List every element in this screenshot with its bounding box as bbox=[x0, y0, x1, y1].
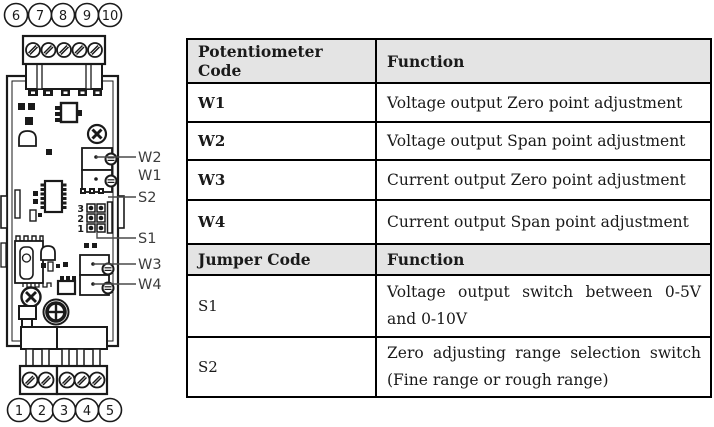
label-w4: W4 bbox=[138, 277, 162, 293]
smd-component bbox=[41, 263, 46, 268]
svg-text:4: 4 bbox=[83, 404, 91, 419]
smd-component bbox=[56, 264, 60, 268]
potentiometer-header-row: Potentiometer Code Function bbox=[186, 38, 712, 84]
svg-text:2: 2 bbox=[38, 404, 46, 419]
jumper-pin-3: 3 bbox=[77, 204, 84, 215]
function-cell: Zero adjusting range selection switch (F… bbox=[375, 336, 712, 398]
terminal-number-8: 8 bbox=[50, 2, 76, 28]
svg-text:5: 5 bbox=[106, 404, 114, 419]
table-row-s2: S2 Zero adjusting range selection switch… bbox=[186, 336, 712, 398]
small-cap bbox=[47, 261, 54, 272]
terminal-number-10: 10 bbox=[97, 2, 123, 28]
function-cell: Current output Span point adjustment bbox=[375, 199, 712, 245]
potentiometer-w4 bbox=[79, 274, 115, 296]
component-label-callouts: W2 W1 S2 S1 W3 W4 bbox=[93, 150, 162, 293]
smd-component bbox=[18, 103, 25, 110]
function-cell: Voltage output Zero point adjustment bbox=[375, 82, 712, 123]
smd-component bbox=[84, 243, 89, 248]
jumper-block: 3 2 1 bbox=[77, 201, 113, 235]
ic-chip bbox=[40, 179, 67, 214]
bracket-foot bbox=[21, 318, 33, 328]
top-terminal-screws bbox=[25, 42, 103, 58]
jumper-pin-1: 1 bbox=[77, 224, 84, 235]
terminal-number-1: 1 bbox=[6, 397, 32, 423]
jumper-header-row: Jumper Code Function bbox=[186, 243, 712, 276]
svg-text:7: 7 bbox=[36, 9, 44, 24]
smd-component bbox=[28, 103, 35, 110]
label-w2: W2 bbox=[138, 150, 162, 166]
function-cell: Current output Zero point adjustment bbox=[375, 159, 712, 201]
potentiometer-w3 bbox=[79, 254, 115, 276]
bottom-terminal-block bbox=[18, 326, 109, 396]
label-w3: W3 bbox=[138, 257, 162, 273]
pcb-device-diagram: 6 7 8 9 10 bbox=[0, 2, 162, 423]
transistor-top bbox=[55, 101, 82, 124]
side-component bbox=[14, 189, 21, 219]
terminal-number-2: 2 bbox=[29, 397, 55, 423]
bracket bbox=[18, 305, 37, 320]
header-potentiometer-code: Potentiometer Code bbox=[186, 38, 377, 84]
transistor-bottom bbox=[56, 276, 77, 296]
jumper-pin-2: 2 bbox=[77, 214, 84, 225]
smd-component bbox=[25, 117, 33, 125]
leader-line-s1 bbox=[96, 233, 136, 239]
screw-icon-bottom bbox=[20, 286, 42, 308]
smd-component bbox=[46, 149, 52, 155]
terminal-number-5: 5 bbox=[97, 397, 123, 423]
trimmer-wheel bbox=[42, 298, 70, 326]
svg-text:3: 3 bbox=[60, 404, 68, 419]
table-row-s1: S1 Voltage output switch between 0-5V an… bbox=[186, 274, 712, 338]
terminal-number-4: 4 bbox=[74, 397, 100, 423]
table-row-w4: W4 Current output Span point adjustment bbox=[186, 199, 712, 245]
spec-table: Potentiometer Code Function W1 Voltage o… bbox=[186, 38, 712, 398]
pin-pad-row bbox=[28, 89, 102, 96]
left-clip-lower bbox=[0, 242, 7, 268]
svg-text:8: 8 bbox=[59, 9, 67, 24]
relay-component bbox=[14, 235, 52, 288]
small-cap bbox=[29, 209, 37, 222]
top-terminal-block bbox=[21, 34, 107, 90]
label-w1: W1 bbox=[138, 168, 162, 184]
terminal-number-3: 3 bbox=[51, 397, 77, 423]
code-cell: W2 bbox=[186, 121, 377, 161]
code-cell: W1 bbox=[186, 82, 377, 123]
capacitor-dome-2 bbox=[40, 245, 56, 261]
code-cell: W4 bbox=[186, 199, 377, 245]
header-jumper-code: Jumper Code bbox=[186, 243, 377, 276]
smd-component bbox=[38, 213, 42, 217]
svg-text:10: 10 bbox=[102, 9, 119, 24]
terminal-number-9: 9 bbox=[74, 2, 100, 28]
function-cell: Voltage output switch between 0-5V and 0… bbox=[375, 274, 712, 338]
terminal-number-6: 6 bbox=[3, 2, 29, 28]
table-row-w3: W3 Current output Zero point adjustment bbox=[186, 159, 712, 201]
terminal-number-7: 7 bbox=[27, 2, 53, 28]
table-row-w1: W1 Voltage output Zero point adjustment bbox=[186, 82, 712, 123]
header-function-1: Function bbox=[375, 38, 712, 84]
code-cell: W3 bbox=[186, 159, 377, 201]
svg-text:1: 1 bbox=[15, 404, 23, 419]
screw-icon-top bbox=[86, 123, 108, 145]
potentiometer-w1 bbox=[81, 169, 118, 193]
top-terminal-numbers: 6 7 8 9 10 bbox=[3, 2, 123, 28]
bottom-terminal-numbers: 1 2 3 4 5 bbox=[6, 397, 123, 423]
smd-component bbox=[63, 262, 68, 267]
svg-text:9: 9 bbox=[83, 9, 91, 24]
bottom-terminal-screws bbox=[21, 371, 106, 389]
header-function-2: Function bbox=[375, 243, 712, 276]
code-cell: S2 bbox=[186, 336, 377, 398]
table-row-w2: W2 Voltage output Span point adjustment bbox=[186, 121, 712, 161]
left-clip bbox=[0, 195, 8, 229]
smd-component bbox=[33, 199, 38, 204]
label-s2: S2 bbox=[138, 190, 156, 206]
right-clip bbox=[117, 195, 125, 229]
code-cell: S1 bbox=[186, 274, 377, 338]
smd-component bbox=[33, 191, 38, 196]
label-s1: S1 bbox=[138, 231, 156, 247]
potentiometer-w2 bbox=[81, 147, 118, 171]
smd-component bbox=[92, 243, 97, 248]
function-cell: Voltage output Span point adjustment bbox=[375, 121, 712, 161]
capacitor-dome bbox=[18, 130, 37, 147]
svg-text:6: 6 bbox=[12, 9, 20, 24]
jumper-pad-row bbox=[80, 188, 104, 194]
